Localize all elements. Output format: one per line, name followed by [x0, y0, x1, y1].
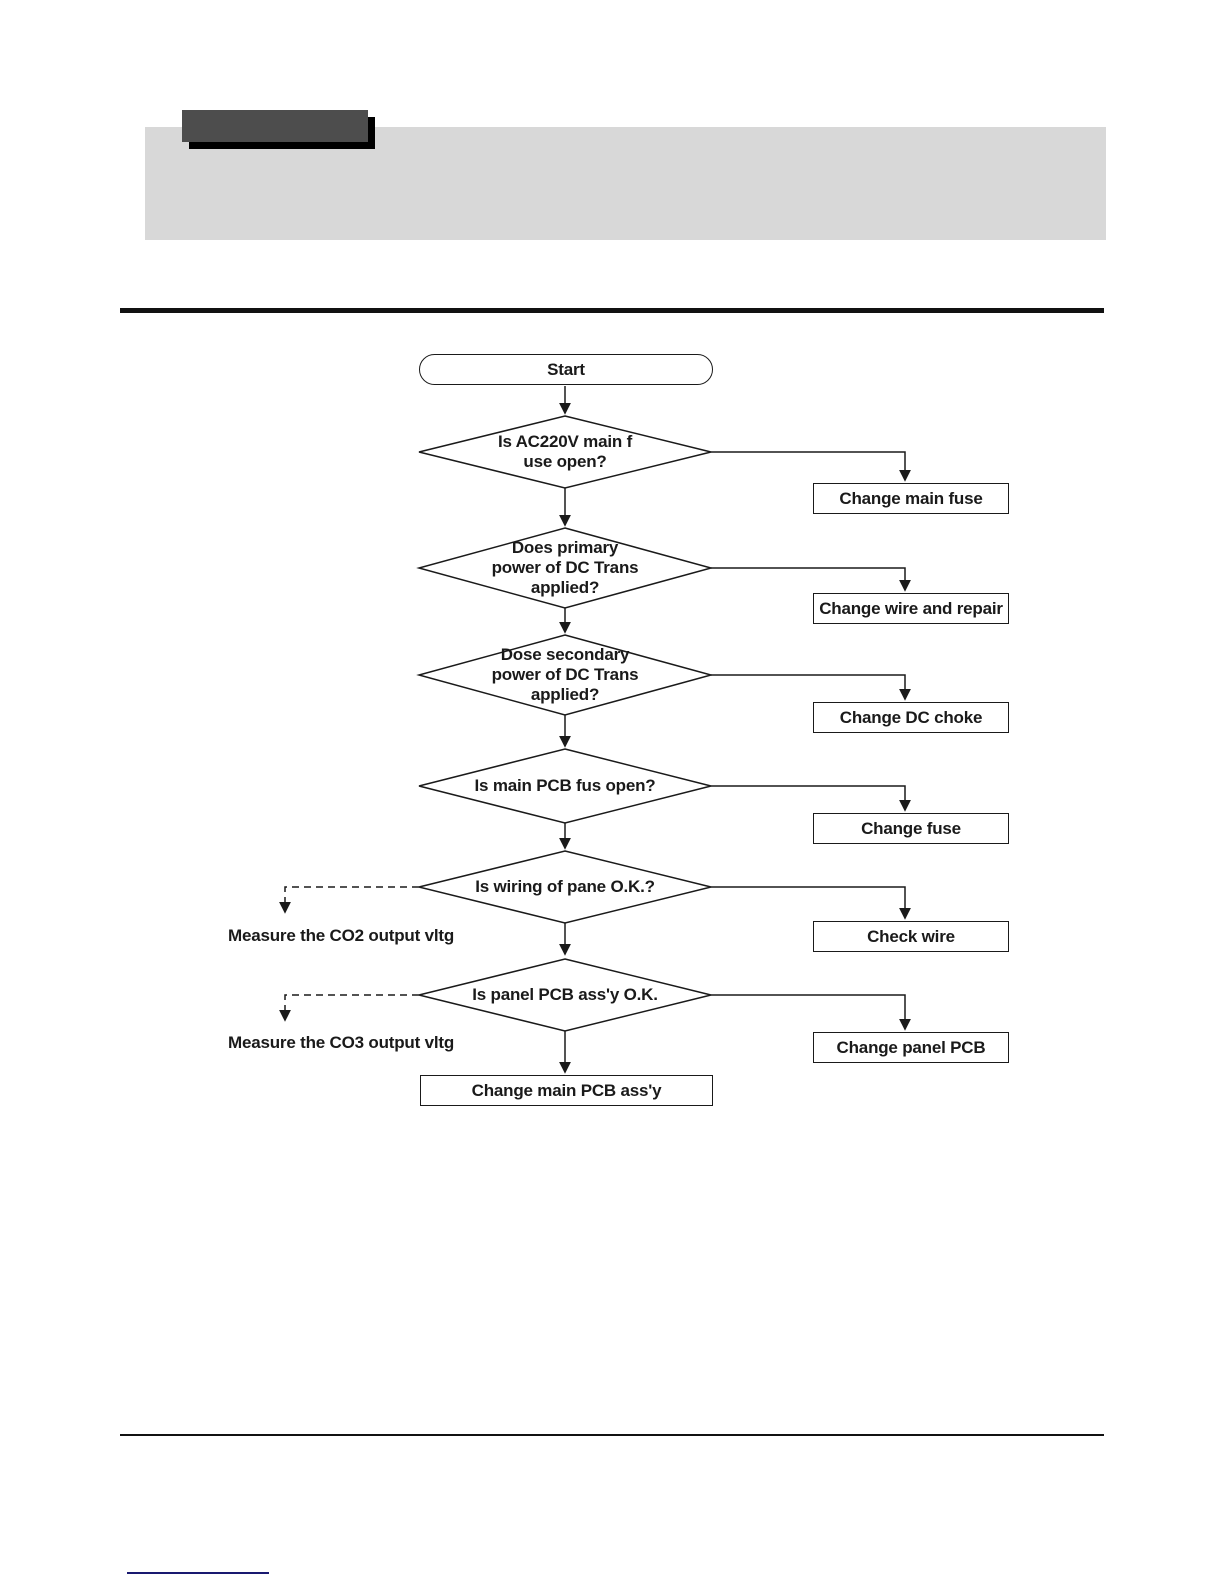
- bottom-rule: [120, 1434, 1104, 1436]
- decision-label-main-pcb-fuse: Is main PCB fus open?: [474, 776, 656, 795]
- final-node-change-main-pcb: Change main PCB ass'y: [420, 1075, 713, 1106]
- connector-arrow: [711, 785, 911, 812]
- decision-label-secondary-power: Dose secondary power of DC Trans applied…: [491, 645, 639, 704]
- start-node: Start: [419, 354, 713, 385]
- dashed-connector-arrow: [279, 994, 419, 1022]
- footer-link-line: [127, 1572, 269, 1574]
- action-change-panel-pcb: Change panel PCB: [813, 1032, 1009, 1063]
- top-rule: [120, 308, 1104, 313]
- decision-label-ac220v-fuse: Is AC220V main f use open?: [497, 432, 633, 471]
- note-measure-co2-output: Measure the CO2 output vltg: [228, 926, 455, 945]
- connector-arrow: [711, 994, 911, 1031]
- action-change-main-fuse: Change main fuse: [813, 483, 1009, 514]
- connector-arrow: [711, 674, 911, 701]
- connector-arrow: [711, 886, 911, 920]
- connector-arrow: [711, 567, 911, 592]
- section-tab-box: [182, 110, 368, 142]
- connector-arrow: [711, 451, 911, 482]
- action-change-fuse: Change fuse: [813, 813, 1009, 844]
- decision-label-panel-wiring: Is wiring of pane O.K.?: [475, 877, 655, 896]
- note-measure-co3-output: Measure the CO3 output vltg: [228, 1033, 455, 1052]
- decision-label-primary-power: Does primary power of DC Trans applied?: [491, 538, 639, 597]
- dashed-connector-arrow: [279, 886, 419, 914]
- action-change-wire-repair: Change wire and repair: [813, 593, 1009, 624]
- action-check-wire: Check wire: [813, 921, 1009, 952]
- decision-label-panel-pcb: Is panel PCB ass'y O.K.: [472, 985, 658, 1004]
- action-change-dc-choke: Change DC choke: [813, 702, 1009, 733]
- header-banner: [145, 127, 1106, 240]
